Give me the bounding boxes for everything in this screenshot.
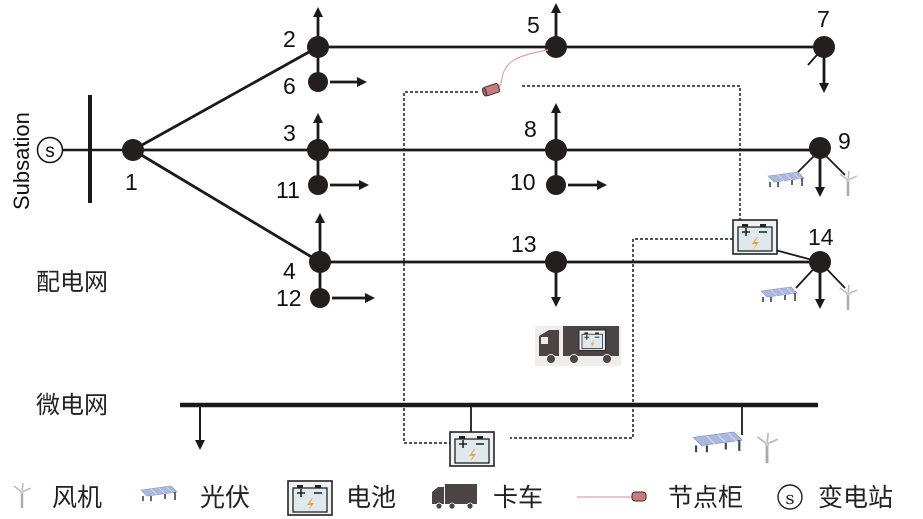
legend-label-solar: 光伏	[200, 483, 250, 512]
node-10	[546, 175, 566, 195]
node-1	[122, 139, 144, 161]
wind-microgrid	[755, 431, 780, 465]
solar-panel-icon	[140, 485, 178, 502]
svg-text:s: s	[45, 141, 55, 162]
battery-node14	[732, 219, 778, 255]
legend: 风机 光伏 电池 卡车 节点柜	[12, 480, 893, 516]
node-label-14: 14	[808, 224, 834, 250]
legend-item-truck: 卡车	[432, 483, 543, 512]
truck-icon	[432, 484, 477, 510]
legend-item-node-cabinet: 节点柜	[577, 483, 743, 512]
legend-item-substation: s 变电站	[777, 483, 893, 512]
microgrid-label: 微电网	[36, 391, 108, 419]
legend-item-wind: 风机	[12, 481, 102, 512]
node-label-8: 8	[524, 116, 537, 142]
node-label-13: 13	[511, 231, 537, 257]
line-1-2	[132, 45, 319, 152]
legend-label-node-cabinet: 节点柜	[668, 483, 743, 512]
node-9	[809, 137, 831, 159]
subsation-label: Subsation	[9, 112, 34, 210]
node-label-1: 1	[125, 169, 138, 195]
wind-node9	[838, 169, 859, 198]
node-label-3: 3	[283, 120, 296, 146]
solar-node14	[760, 286, 798, 303]
node-label-6: 6	[283, 73, 296, 99]
node-7	[813, 36, 835, 58]
load-arrows	[195, 3, 829, 450]
legend-label-truck: 卡车	[493, 483, 543, 512]
node-14	[809, 251, 831, 273]
wind-turbine-icon	[12, 481, 33, 510]
solar-node9	[767, 171, 805, 188]
node-cabinet-icon	[577, 491, 647, 502]
node-labels: 1 2 3 4 5 6 7 8 9 10 11 12 13 14	[125, 6, 851, 311]
der-connections	[774, 149, 846, 289]
wind-node14	[838, 283, 859, 312]
battery-microgrid	[449, 431, 495, 467]
node-label-10: 10	[510, 169, 536, 195]
node-label-12: 12	[276, 285, 302, 311]
solar-microgrid	[692, 430, 744, 454]
node-4	[309, 251, 331, 273]
svg-text:s: s	[785, 488, 794, 509]
node-3	[307, 139, 329, 161]
dotted-routes	[403, 85, 741, 444]
cabinet-cable	[497, 49, 549, 89]
bus-nodes	[122, 36, 835, 308]
node-12	[310, 288, 330, 308]
substation-icon: s	[777, 484, 803, 510]
node-label-7: 7	[817, 6, 830, 32]
node-13	[545, 251, 567, 273]
legend-label-battery: 电池	[346, 483, 396, 512]
battery-icon	[287, 480, 333, 516]
legend-item-solar: 光伏	[140, 483, 250, 512]
node-cabinet	[481, 49, 549, 97]
node-11	[308, 175, 328, 195]
node-5	[545, 36, 567, 58]
mobile-storage-truck	[535, 326, 621, 366]
distribution-grid-label: 配电网	[36, 268, 108, 296]
legend-label-substation: 变电站	[818, 483, 893, 512]
node-label-5: 5	[527, 12, 540, 38]
legend-item-battery: 电池	[287, 480, 396, 516]
node-label-11: 11	[276, 177, 300, 203]
node-8	[545, 139, 567, 161]
feeder-lines	[132, 45, 824, 298]
node-label-2: 2	[283, 26, 296, 52]
legend-label-wind: 风机	[52, 483, 102, 512]
node-label-9: 9	[838, 128, 851, 154]
substation-symbol: s	[36, 136, 64, 164]
node-2	[307, 36, 329, 58]
route-cabinet-to-node14-battery	[522, 85, 741, 220]
route-node14-battery-to-microgrid	[510, 238, 733, 439]
node-label-4: 4	[283, 258, 296, 284]
route-cabinet-to-microgrid-battery	[403, 91, 478, 444]
node-6	[308, 72, 328, 92]
line-1-4	[132, 148, 321, 264]
